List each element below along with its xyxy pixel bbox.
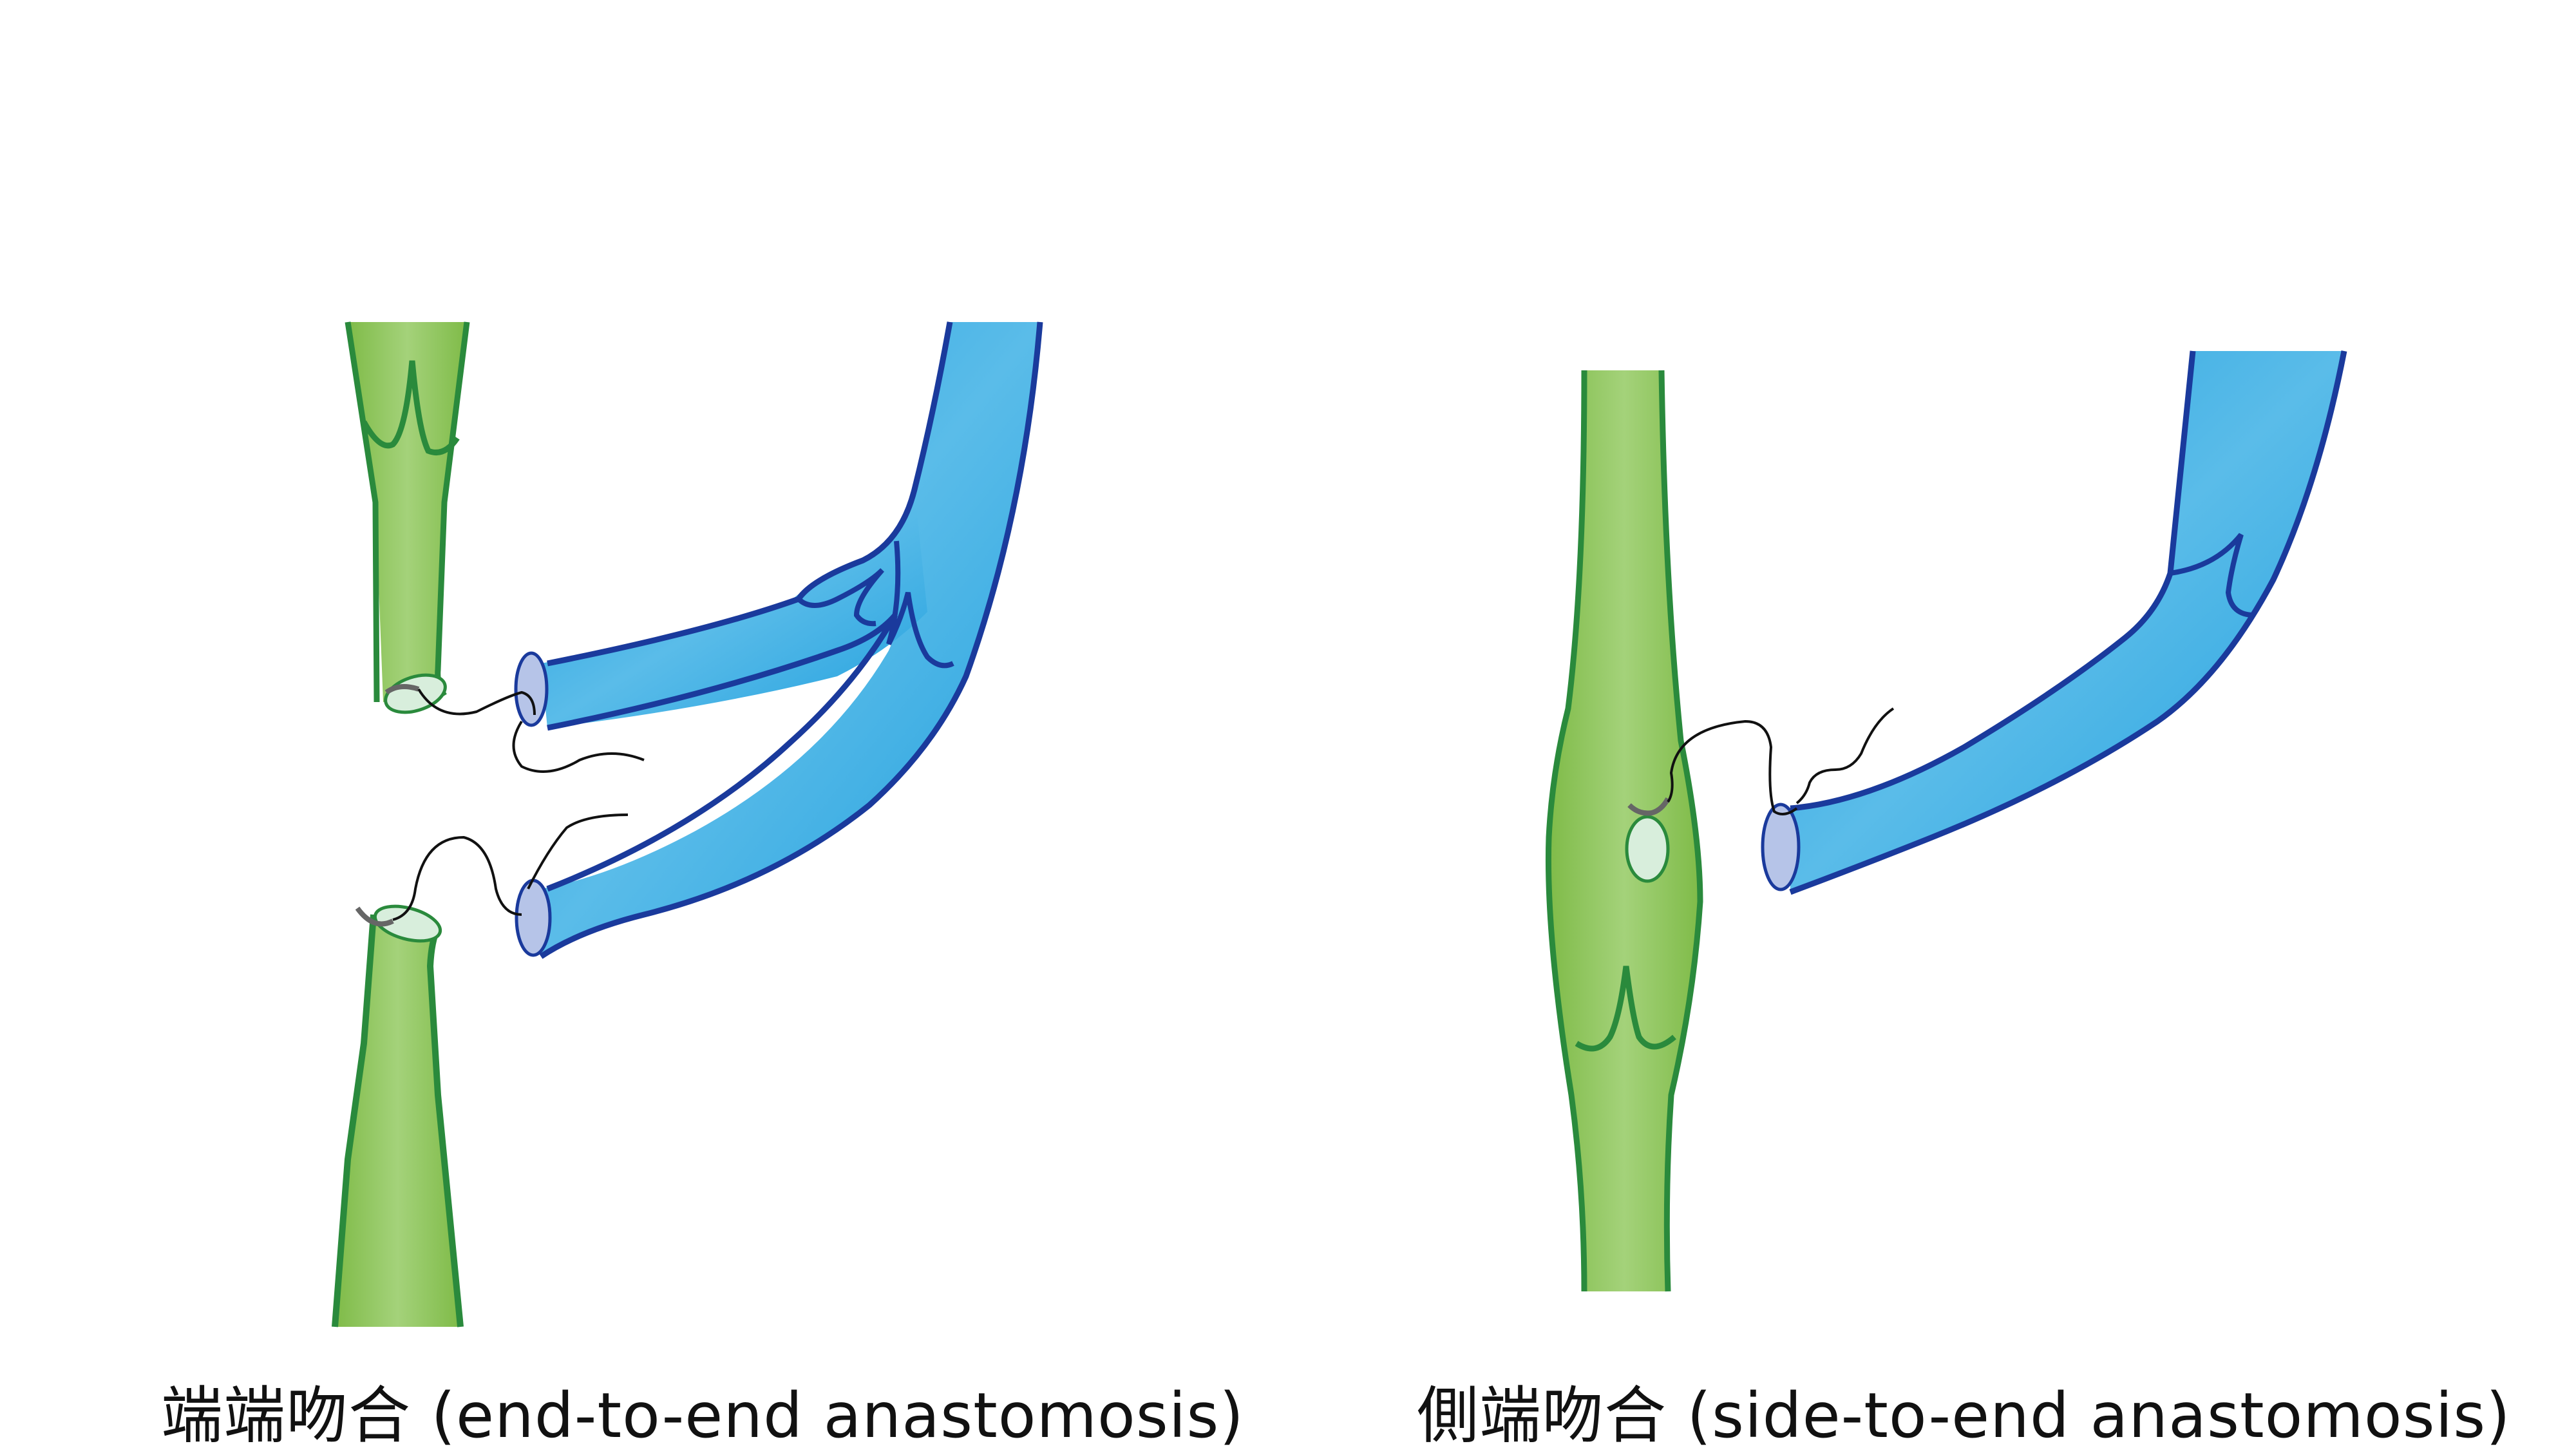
artery-lumen-lower xyxy=(373,904,442,943)
artery-lower-segment xyxy=(332,904,464,1327)
vein-end xyxy=(1761,350,2347,895)
side-to-end-caption: 側端吻合 (side-to-end anastomosis) xyxy=(1417,1380,2511,1452)
artery-upper-segment xyxy=(345,321,470,714)
suture xyxy=(1627,707,1895,816)
artery-side-lumen xyxy=(1625,815,1670,883)
artery-with-side-opening xyxy=(1545,370,1703,1292)
vein-lumen-lower xyxy=(515,879,552,957)
needle-icon xyxy=(384,684,420,695)
side-to-end-illustration xyxy=(1545,350,2347,1292)
valve-icon xyxy=(1575,965,1676,1052)
needle-icon xyxy=(355,906,394,927)
valve-icon xyxy=(361,360,460,455)
sutures xyxy=(355,684,645,927)
vein-branches xyxy=(514,321,1043,959)
vein-valve-icon xyxy=(797,568,884,627)
vein-lumen xyxy=(1761,803,1801,891)
vein-lumen-upper xyxy=(514,651,549,727)
needle-icon xyxy=(1627,797,1671,816)
end-to-end-caption: 端端吻合 (end-to-end anastomosis) xyxy=(161,1380,1244,1452)
end-to-end-panel: 端端吻合 (end-to-end anastomosis) xyxy=(0,0,1288,1452)
end-to-end-illustration xyxy=(332,321,1043,1327)
vein-valve-icon xyxy=(2170,533,2255,618)
side-to-end-panel: 側端吻合 (side-to-end anastomosis) xyxy=(1288,0,2576,1452)
